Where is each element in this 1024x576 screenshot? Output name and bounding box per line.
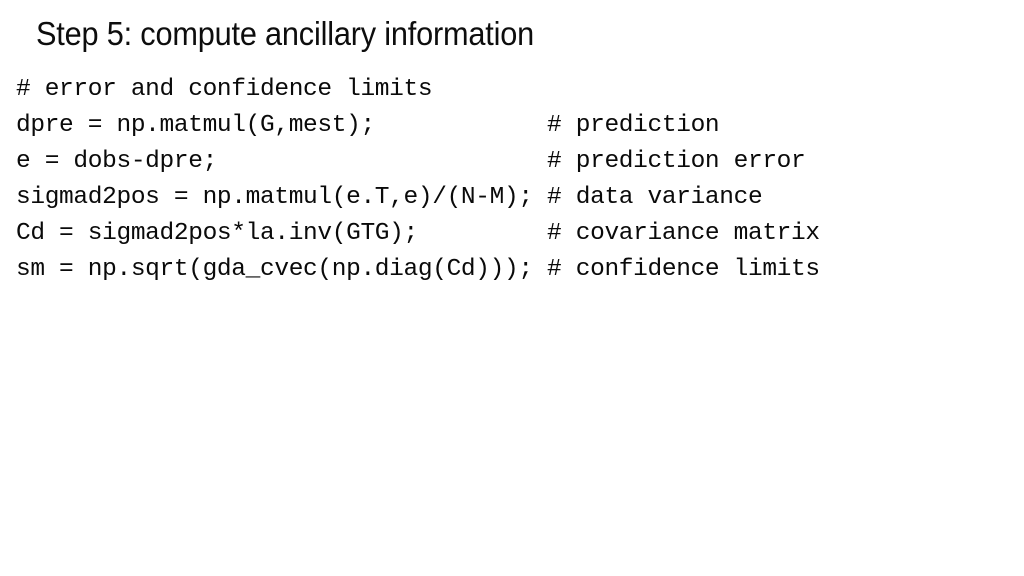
- code-comment: # confidence limits: [547, 256, 820, 283]
- code-line: sigmad2pos = np.matmul(e.T,e)/(N-M); # d…: [16, 180, 1024, 216]
- code-statement: sm = np.sqrt(gda_cvec(np.diag(Cd)));: [16, 256, 548, 283]
- code-statement: e = dobs-dpre;: [16, 148, 548, 175]
- code-statement: Cd = sigmad2pos*la.inv(GTG);: [16, 220, 548, 247]
- page-title: Step 5: compute ancillary information: [36, 15, 535, 52]
- code-comment: # prediction error: [547, 148, 806, 175]
- code-comment: # covariance matrix: [547, 220, 820, 247]
- code-line: Cd = sigmad2pos*la.inv(GTG); # covarianc…: [16, 216, 1024, 252]
- code-comment: # prediction: [547, 112, 720, 139]
- code-line: e = dobs-dpre; # prediction error: [16, 144, 1024, 180]
- code-statement: dpre = np.matmul(G,mest);: [16, 112, 548, 139]
- code-block: # error and confidence limits dpre = np.m…: [16, 72, 1024, 288]
- code-line: dpre = np.matmul(G,mest); # prediction: [16, 108, 1024, 144]
- code-statement: # error and confidence limits: [16, 76, 433, 103]
- code-line: sm = np.sqrt(gda_cvec(np.diag(Cd))); # c…: [16, 252, 1024, 288]
- code-statement: sigmad2pos = np.matmul(e.T,e)/(N-M);: [16, 184, 548, 211]
- code-comment: # data variance: [547, 184, 763, 211]
- code-line: # error and confidence limits: [16, 72, 1024, 108]
